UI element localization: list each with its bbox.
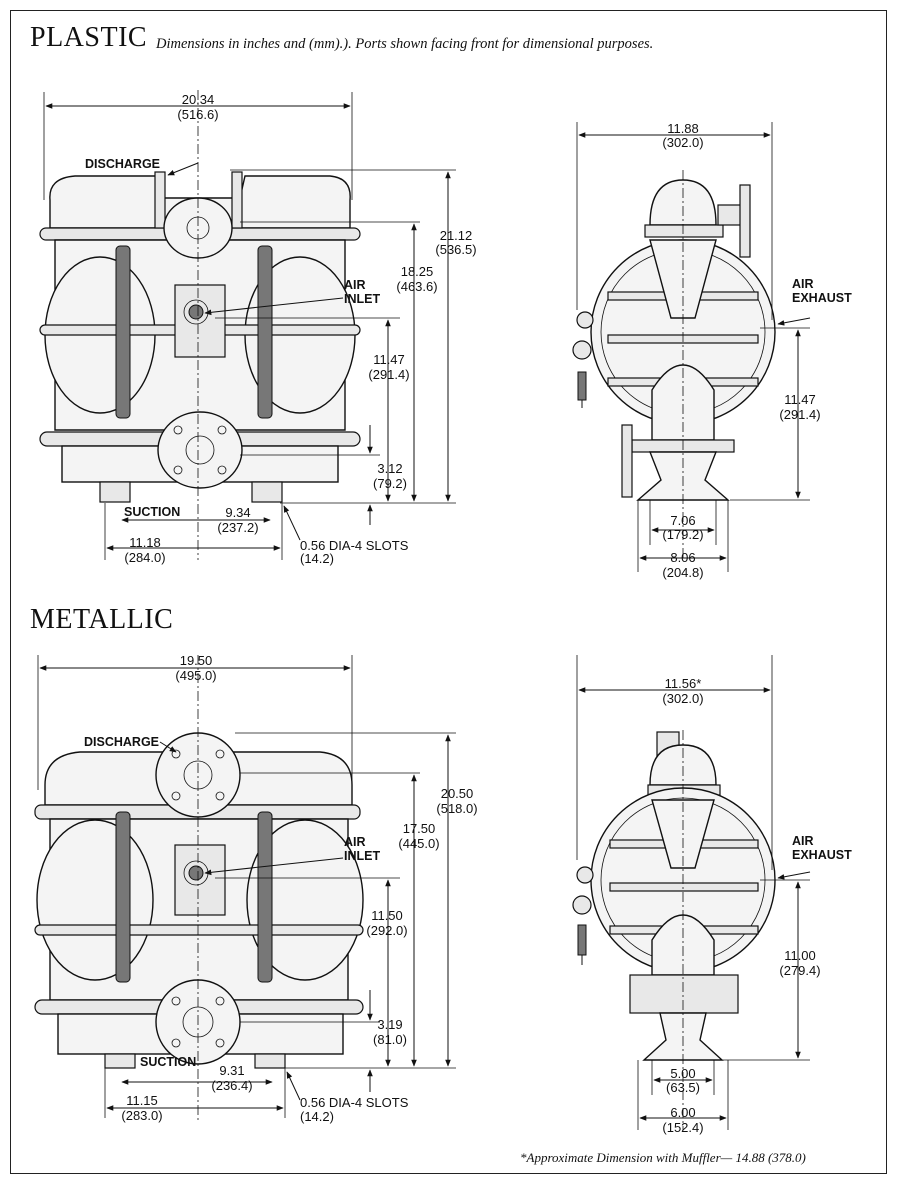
exhaust-label: EXHAUST [792,848,852,862]
air-label: AIR [792,277,814,291]
height-discharge-mm: (445.0) [398,836,439,851]
base-outer-in: 6.00 [670,1105,695,1120]
width-mm: (516.6) [177,107,218,122]
muffler-footnote: *Approximate Dimension with Muffler— 14.… [520,1150,806,1165]
height-discharge-in: 17.50 [403,821,436,836]
slots-in: 0.56 DIA-4 SLOTS [300,538,409,553]
discharge-label: DISCHARGE [85,157,160,171]
slots-in: 0.56 DIA-4 SLOTS [300,1095,409,1110]
slot-span-mm: (237.2) [217,520,258,535]
slots-mm: (14.2) [300,1109,334,1124]
height-suction-mm: (79.2) [373,476,407,491]
base-inner-mm: (63.5) [666,1080,700,1095]
slot-span-in: 9.34 [225,505,250,520]
base-width-in: 11.18 [129,535,161,550]
discharge-label: DISCHARGE [84,735,159,749]
height-suction-in: 3.12 [377,461,402,476]
base-width-mm: (283.0) [121,1108,162,1123]
metallic-title: METALLIC [30,604,174,635]
base-inner-mm: (179.2) [662,527,703,542]
plastic-side-view: 11.88 (302.0) AIR EXHAUST 11.47 (291.4) … [572,121,852,580]
height-total-mm: (536.5) [435,242,476,257]
height-discharge-in: 18.25 [401,264,434,279]
height-suction-mm: (81.0) [373,1032,407,1047]
height-total-mm: (518.0) [436,801,477,816]
air-label: AIR [792,834,814,848]
drawing-frame [10,10,887,1174]
width-in: 19.50 [180,653,213,668]
metallic-side-view: 11.56* (302.0) AIR EXHAUST 11.00 (279.4)… [572,655,852,1135]
exhaust-label: EXHAUST [792,291,852,305]
side-width-in: 11.56* [665,676,702,691]
width-mm: (495.0) [175,668,216,683]
base-width-mm: (284.0) [124,550,165,565]
inlet-label: INLET [344,292,380,306]
base-inner-in: 5.00 [670,1066,695,1081]
height-air-in: 11.47 [373,352,405,367]
height-air-mm: (291.4) [368,367,409,382]
inlet-label: INLET [344,849,380,863]
height-total-in: 21.12 [440,228,473,243]
side-width-mm: (302.0) [662,135,703,150]
base-outer-mm: (152.4) [662,1120,703,1135]
base-outer-mm: (204.8) [662,565,703,580]
slots-mm: (14.2) [300,551,334,566]
suction-label: SUCTION [124,505,180,519]
base-width-in: 11.15 [126,1093,158,1108]
air-label: AIR [344,835,366,849]
side-height-mm: (279.4) [779,963,820,978]
height-total-in: 20.50 [441,786,474,801]
side-height-in: 11.00 [784,948,816,963]
metallic-front-view: DISCHARGE AIR INLET SUCTION 19.50 (495.0… [34,653,478,1124]
base-inner-in: 7.06 [670,513,695,528]
plastic-title: PLASTIC [30,22,148,53]
dimension-note: Dimensions in inches and (mm).). Ports s… [156,36,654,52]
side-height-in: 11.47 [784,392,816,407]
height-discharge-mm: (463.6) [396,279,437,294]
height-air-in: 11.50 [371,908,403,923]
side-width-mm: (302.0) [662,691,703,706]
base-outer-in: 8.06 [670,550,695,565]
plastic-front-view: DISCHARGE AIR INLET SUCTION 20.34 (516.6… [39,90,477,566]
slot-span-mm: (236.4) [211,1078,252,1093]
height-air-mm: (292.0) [366,923,407,938]
height-suction-in: 3.19 [377,1017,402,1032]
suction-label: SUCTION [140,1055,196,1069]
side-height-mm: (291.4) [779,407,820,422]
width-in: 20.34 [182,92,215,107]
air-label: AIR [344,278,366,292]
slot-span-in: 9.31 [219,1063,244,1078]
side-width-in: 11.88 [667,121,699,136]
